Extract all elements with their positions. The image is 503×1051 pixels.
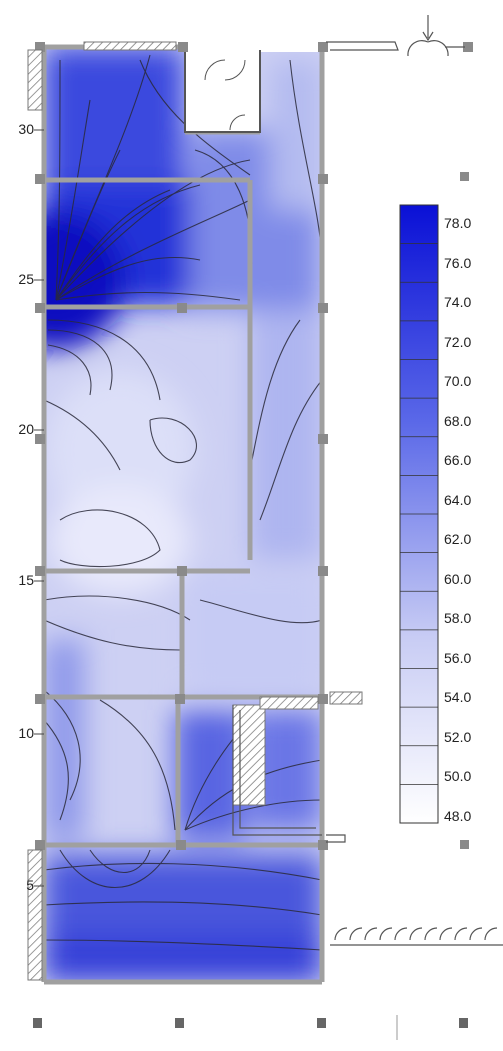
colorbar-label-56: 56.0 xyxy=(444,650,472,666)
y-tick-label-10: 10 xyxy=(18,725,34,741)
y-tick-label-5: 5 xyxy=(26,877,34,893)
colorbar-label-52: 52.0 xyxy=(444,729,472,745)
colorbar-label-68: 68.0 xyxy=(444,413,472,429)
colorbar-label-74: 74.0 xyxy=(444,294,472,310)
colorbar-label-72: 72.0 xyxy=(444,334,472,350)
y-tick-label-15: 15 xyxy=(18,572,34,588)
colorbar-label-50: 50.0 xyxy=(444,768,472,784)
y-tick-label-25: 25 xyxy=(18,271,34,287)
contour-lines xyxy=(44,54,322,951)
colorbar-label-76: 76.0 xyxy=(444,255,472,271)
heat-field xyxy=(44,47,322,982)
bottom-markers xyxy=(33,1015,468,1040)
y-tick-label-30: 30 xyxy=(18,121,34,137)
column-posts xyxy=(35,42,473,850)
colorbar-label-66: 66.0 xyxy=(444,452,472,468)
y-axis-ticks xyxy=(34,129,44,887)
colorbar-label-62: 62.0 xyxy=(444,531,472,547)
y-tick-label-20: 20 xyxy=(18,421,34,437)
colorbar xyxy=(399,204,439,824)
outline-details xyxy=(232,15,503,946)
colorbar-label-64: 64.0 xyxy=(444,492,472,508)
hatched-walls xyxy=(27,41,363,981)
colorbar-label-54: 54.0 xyxy=(444,689,472,705)
colorbar-label-60: 60.0 xyxy=(444,571,472,587)
colorbar-label-48: 48.0 xyxy=(444,808,472,824)
top-room xyxy=(184,50,261,133)
colorbar-label-78: 78.0 xyxy=(444,215,472,231)
colorbar-label-70: 70.0 xyxy=(444,373,472,389)
colorbar-label-58: 58.0 xyxy=(444,610,472,626)
colorbar-dividers xyxy=(400,243,438,785)
